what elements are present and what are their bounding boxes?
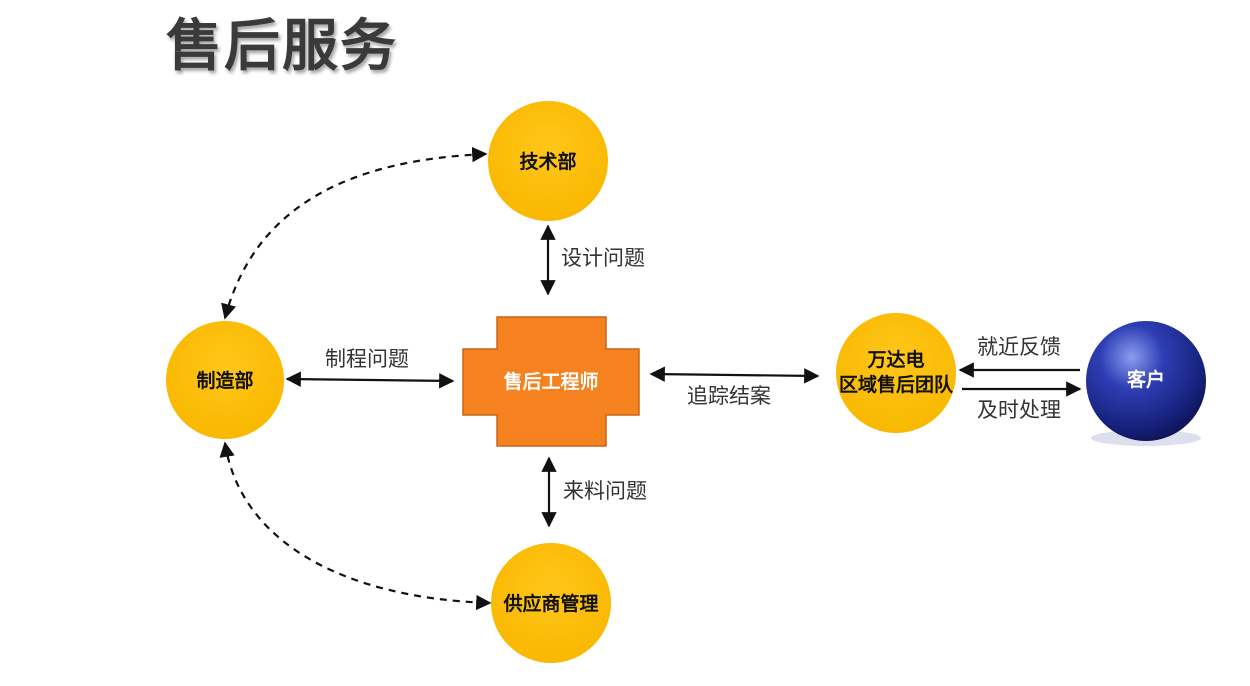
label-process: 制程问题: [325, 347, 409, 371]
arrow-engineer-team: [649, 366, 820, 384]
label-handling: 及时处理: [977, 398, 1061, 422]
node-engineer-label: 售后工程师: [502, 370, 598, 393]
page-title: 售后服务: [166, 14, 398, 79]
node-tech: 技术部: [488, 101, 608, 221]
label-material: 来料问题: [563, 479, 647, 503]
node-tech-label: 技术部: [519, 150, 576, 173]
label-design: 设计问题: [561, 246, 645, 270]
arrow-manufacturing-engineer: [285, 371, 455, 389]
node-team: 万达电 区域售后团队: [836, 313, 956, 433]
node-team-label-line2: 区域售后团队: [839, 373, 954, 396]
node-customer: 客户: [1086, 321, 1206, 446]
dashed-link-tech-manufacturing: [221, 146, 488, 320]
node-manufacturing-label: 制造部: [196, 369, 253, 392]
node-engineer: 售后工程师: [462, 316, 640, 447]
node-supplier-label: 供应商管理: [502, 592, 598, 615]
node-manufacturing: 制造部: [166, 321, 284, 439]
node-customer-label: 客户: [1127, 368, 1165, 391]
node-team-label-line1: 万达电: [866, 348, 924, 371]
dashed-link-manufacturing-supplier: [219, 441, 492, 611]
label-tracking: 追踪结案: [687, 384, 771, 408]
label-feedback: 就近反馈: [977, 335, 1061, 359]
node-supplier: 供应商管理: [491, 543, 611, 663]
